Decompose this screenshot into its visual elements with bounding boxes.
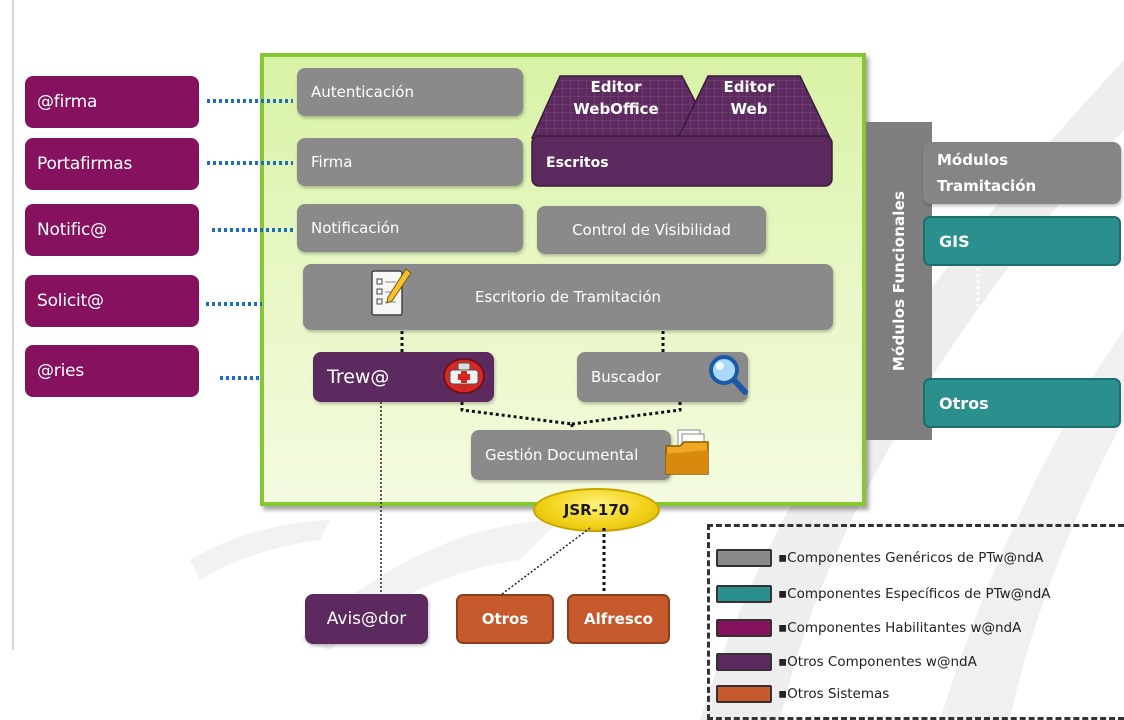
left-margin-rule	[12, 0, 14, 650]
legend-item-otros-sistemas: ▪Otros Sistemas	[716, 685, 889, 703]
legend-swatch-gray	[716, 549, 772, 567]
firma-label: Firma	[311, 153, 353, 171]
magnifier-icon	[706, 352, 748, 400]
legend-item-otros-componentes: ▪Otros Componentes w@ndA	[716, 653, 977, 671]
autenticacion-box: Autenticación	[297, 68, 523, 116]
legend-label-especificos: ▪Componentes Específicos de PTw@ndA	[778, 586, 1051, 602]
gis-box: GIS	[923, 216, 1121, 266]
escritorio-tramitacion-label: Escritorio de Tramitación	[475, 288, 661, 306]
control-visibilidad-label: Control de Visibilidad	[572, 221, 731, 239]
autenticacion-label: Autenticación	[311, 83, 414, 101]
legend-label-habilitantes: ▪Componentes Habilitantes w@ndA	[778, 620, 1022, 636]
avisador-box: Avis@dor	[305, 594, 428, 644]
otros-sistemas-label: Otros	[481, 610, 529, 628]
legend-swatch-magenta	[716, 619, 772, 637]
legend-swatch-orange	[716, 685, 772, 703]
jsr-170-label: JSR-170	[563, 501, 630, 519]
legend-item-habilitantes: ▪Componentes Habilitantes w@ndA	[716, 619, 1021, 637]
legend-label-otros-sistemas: ▪Otros Sistemas	[778, 686, 890, 702]
jsr-170-ellipse: JSR-170	[533, 488, 660, 532]
modulos-tramitacion-box: Módulos Tramitación	[923, 142, 1121, 204]
enabler-aries-label: @ries	[37, 361, 85, 381]
editors-escritos-shape	[530, 75, 833, 187]
enabler-portafirmas: Portafirmas	[25, 138, 199, 190]
legend-swatch-purple	[716, 653, 772, 671]
escritos-shape	[531, 135, 833, 187]
editor-weboffice-line2: WebOffice	[573, 100, 659, 118]
firma-box: Firma	[297, 138, 523, 186]
editor-web-line2: Web	[730, 100, 768, 118]
alfresco-box: Alfresco	[567, 594, 670, 644]
avisador-label: Avis@dor	[326, 609, 407, 629]
legend: ▪Componentes Genéricos de PTw@ndA ▪Compo…	[707, 524, 1124, 720]
gestion-documental-label: Gestión Documental	[485, 446, 639, 464]
editor-weboffice-label: Editor WebOffice	[556, 76, 676, 120]
folder-documents-icon	[664, 428, 712, 482]
enabler-solicita-label: Solicit@	[37, 291, 104, 311]
first-aid-kit-icon	[442, 356, 486, 400]
enabler-aries: @ries	[25, 345, 199, 397]
modulos-tramitacion-line1: Módulos	[937, 151, 1009, 169]
editor-web-line1: Editor	[723, 78, 775, 96]
legend-swatch-teal	[716, 585, 772, 603]
legend-item-especificos: ▪Componentes Específicos de PTw@ndA	[716, 585, 1051, 603]
trewa-label: Trew@	[327, 366, 390, 388]
notificacion-box: Notificación	[297, 204, 523, 252]
notificacion-label: Notificación	[311, 219, 400, 237]
modulos-funcionales-panel	[866, 122, 932, 440]
escritos-label: Escritos	[546, 155, 609, 171]
buscador-label: Buscador	[591, 368, 661, 386]
editor-weboffice-line1: Editor	[590, 78, 642, 96]
otros-sistemas-box: Otros	[456, 594, 554, 644]
enabler-notifica: Notific@	[25, 204, 199, 256]
editor-web-label: Editor Web	[704, 76, 794, 120]
alfresco-label: Alfresco	[584, 610, 653, 628]
enabler-portafirmas-label: Portafirmas	[37, 154, 133, 174]
enabler-solicita: Solicit@	[25, 275, 199, 327]
checklist-pencil-icon	[370, 267, 412, 323]
legend-label-genericos: ▪Componentes Genéricos de PTw@ndA	[778, 550, 1044, 566]
legend-item-genericos: ▪Componentes Genéricos de PTw@ndA	[716, 549, 1043, 567]
control-visibilidad-box: Control de Visibilidad	[537, 206, 766, 254]
modulos-funcionales-label: Módulos Funcionales	[890, 190, 909, 372]
legend-label-otros-componentes: ▪Otros Componentes w@ndA	[778, 654, 977, 670]
otros-modulos-label: Otros	[939, 393, 989, 413]
gis-label: GIS	[939, 231, 970, 251]
gestion-documental-box: Gestión Documental	[471, 430, 671, 480]
enabler-notifica-label: Notific@	[37, 220, 107, 240]
enabler-firma: @firma	[25, 76, 199, 128]
enabler-firma-label: @firma	[37, 92, 98, 112]
modulos-tramitacion-line2: Tramitación	[937, 177, 1037, 195]
otros-modulos-box: Otros	[923, 378, 1121, 428]
